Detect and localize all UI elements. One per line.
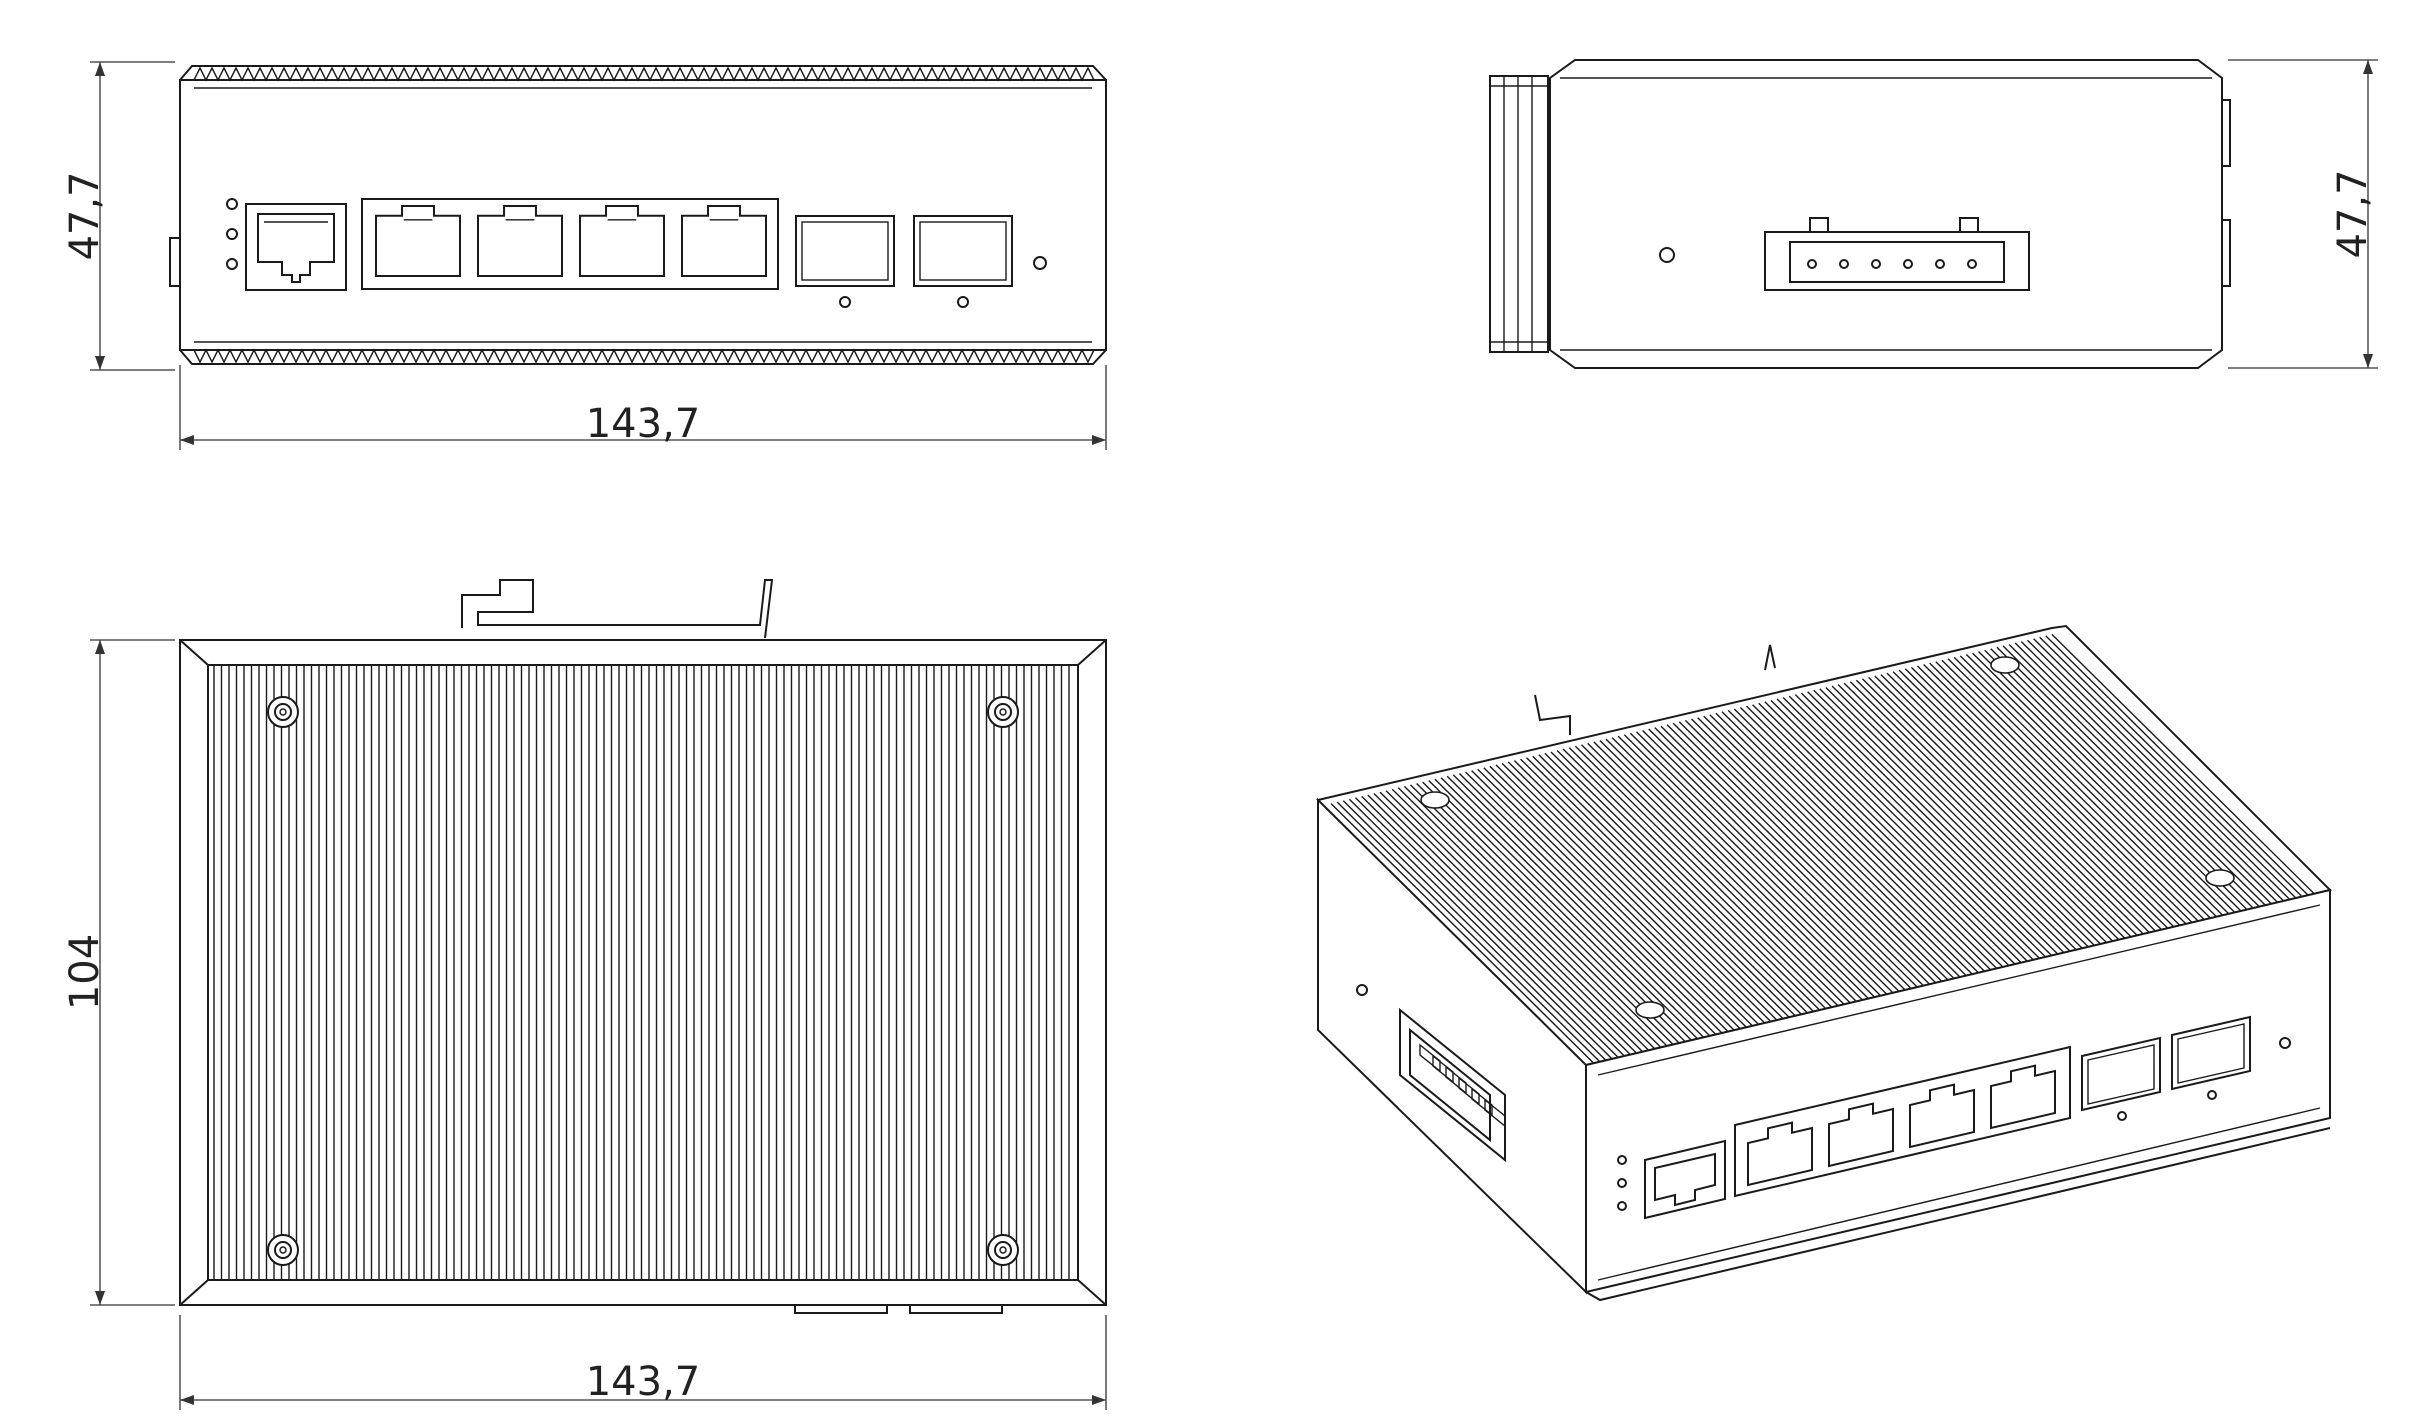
mounting-screw <box>987 1234 1019 1266</box>
top-body <box>179 639 1107 1306</box>
top-din-clip <box>461 579 774 639</box>
iso-sfp-ports <box>2081 1015 2251 1121</box>
side-tab-upper <box>2221 99 2231 167</box>
iso-sfp-port <box>2081 1036 2161 1121</box>
iso-screw <box>1990 656 2020 674</box>
front-bottom-fin-outline <box>179 349 1107 365</box>
side-terminal-block <box>1764 217 2030 291</box>
iso-bottom-fin-line <box>1585 1127 2331 1302</box>
sfp-led <box>957 296 969 308</box>
side-view <box>1489 59 2231 369</box>
top-bottom-tab-1 <box>794 1304 888 1314</box>
iso-sfp-led <box>2117 1111 2127 1121</box>
iso-front-bottom-edge <box>1597 1107 2321 1281</box>
top-fins <box>213 665 1070 1280</box>
front-dimensions: 143,7 47,7 <box>62 61 1107 450</box>
iso-led <box>1617 1178 1627 1188</box>
iso-view <box>1316 624 2332 1302</box>
top-width-label: 143,7 <box>586 1359 701 1405</box>
sfp-port <box>913 215 1013 308</box>
side-rail-clip <box>1489 75 1549 353</box>
sfp-port <box>795 215 895 308</box>
led-indicator <box>226 228 238 240</box>
front-status-led <box>1033 256 1047 270</box>
side-tab-lower <box>2221 219 2231 287</box>
iso-screw <box>1420 791 1450 809</box>
iso-terminal-pin <box>1484 1098 1506 1128</box>
front-width-label: 143,7 <box>586 401 701 447</box>
iso-sfp-led <box>2207 1090 2217 1100</box>
iso-terminal-block <box>1399 1007 1506 1163</box>
side-ground-hole <box>1659 247 1675 263</box>
rj45-port <box>579 205 665 277</box>
terminal-pin <box>1839 259 1849 269</box>
top-screws <box>267 696 1019 1266</box>
heatsink-fins <box>213 665 1070 1280</box>
top-view <box>179 579 1107 1314</box>
iso-screw <box>2205 869 2235 887</box>
rj45-port <box>477 205 563 277</box>
iso-front-face <box>1585 888 2331 1294</box>
front-top-fin-outline <box>179 65 1107 81</box>
iso-din-clip <box>1534 644 1776 735</box>
iso-leds <box>1617 1155 1627 1211</box>
top-bottom-tab-2 <box>909 1304 1003 1314</box>
mounting-screw <box>987 696 1019 728</box>
mounting-screw <box>267 1234 299 1266</box>
iso-fins <box>1330 633 2315 1064</box>
front-body <box>179 79 1107 351</box>
console-frame <box>245 203 347 291</box>
front-top-fins <box>193 66 1095 82</box>
terminal-pin <box>1935 259 1945 269</box>
iso-rj45-group-frame <box>1734 1045 2071 1198</box>
iso-console-port <box>1654 1152 1716 1207</box>
iso-rj45-ports <box>1747 1064 2056 1187</box>
sfp-led <box>839 296 851 308</box>
side-body <box>1549 59 2223 369</box>
side-clip-lines <box>1490 76 1548 352</box>
side-height-label: 47,7 <box>2330 169 2376 258</box>
iso-rj45-port <box>1747 1121 1813 1187</box>
front-rj45-group-frame <box>361 198 779 290</box>
front-rj45-ports <box>375 205 767 277</box>
iso-rj45-port <box>1909 1083 1975 1149</box>
iso-led <box>1617 1155 1627 1165</box>
rj45-port <box>375 205 461 277</box>
iso-rj45-port <box>1828 1102 1894 1168</box>
iso-status-led <box>2279 1037 2291 1049</box>
terminal-pin <box>1967 259 1977 269</box>
rj45-port <box>681 205 767 277</box>
front-height-label: 47,7 <box>62 171 108 260</box>
front-sfp-ports <box>795 215 1013 308</box>
front-rj45-console <box>245 203 347 291</box>
side-terminal-pins <box>1807 259 1977 269</box>
front-side-tab <box>169 237 181 287</box>
terminal-pin <box>1903 259 1913 269</box>
iso-led <box>1617 1201 1627 1211</box>
front-leds <box>226 198 238 270</box>
fin-teeth <box>193 348 1095 364</box>
front-view <box>169 65 1107 365</box>
iso-ground-hole <box>1356 984 1368 996</box>
side-dimensions: 47,7 <box>2228 59 2378 369</box>
iso-rj45-port <box>1990 1064 2056 1130</box>
top-inner-chamfer <box>179 639 1107 1306</box>
terminal-pin <box>1807 259 1817 269</box>
iso-front-top-edge <box>1597 904 2321 1076</box>
front-bottom-fins <box>193 348 1095 364</box>
iso-rj45-console <box>1644 1139 1726 1220</box>
iso-heatsink-fins <box>1330 633 2315 1064</box>
iso-sfp-port <box>2171 1015 2251 1100</box>
mounting-screw <box>267 696 299 728</box>
fin-teeth <box>193 66 1095 82</box>
top-dimensions: 143,7 104 <box>62 639 1107 1410</box>
console-rj45-port <box>257 213 335 283</box>
led-indicator <box>226 198 238 210</box>
iso-console-frame <box>1644 1139 1726 1220</box>
terminal-pin <box>1871 259 1881 269</box>
led-indicator <box>226 258 238 270</box>
iso-screw <box>1635 1001 1665 1019</box>
top-depth-label: 104 <box>62 934 108 1010</box>
